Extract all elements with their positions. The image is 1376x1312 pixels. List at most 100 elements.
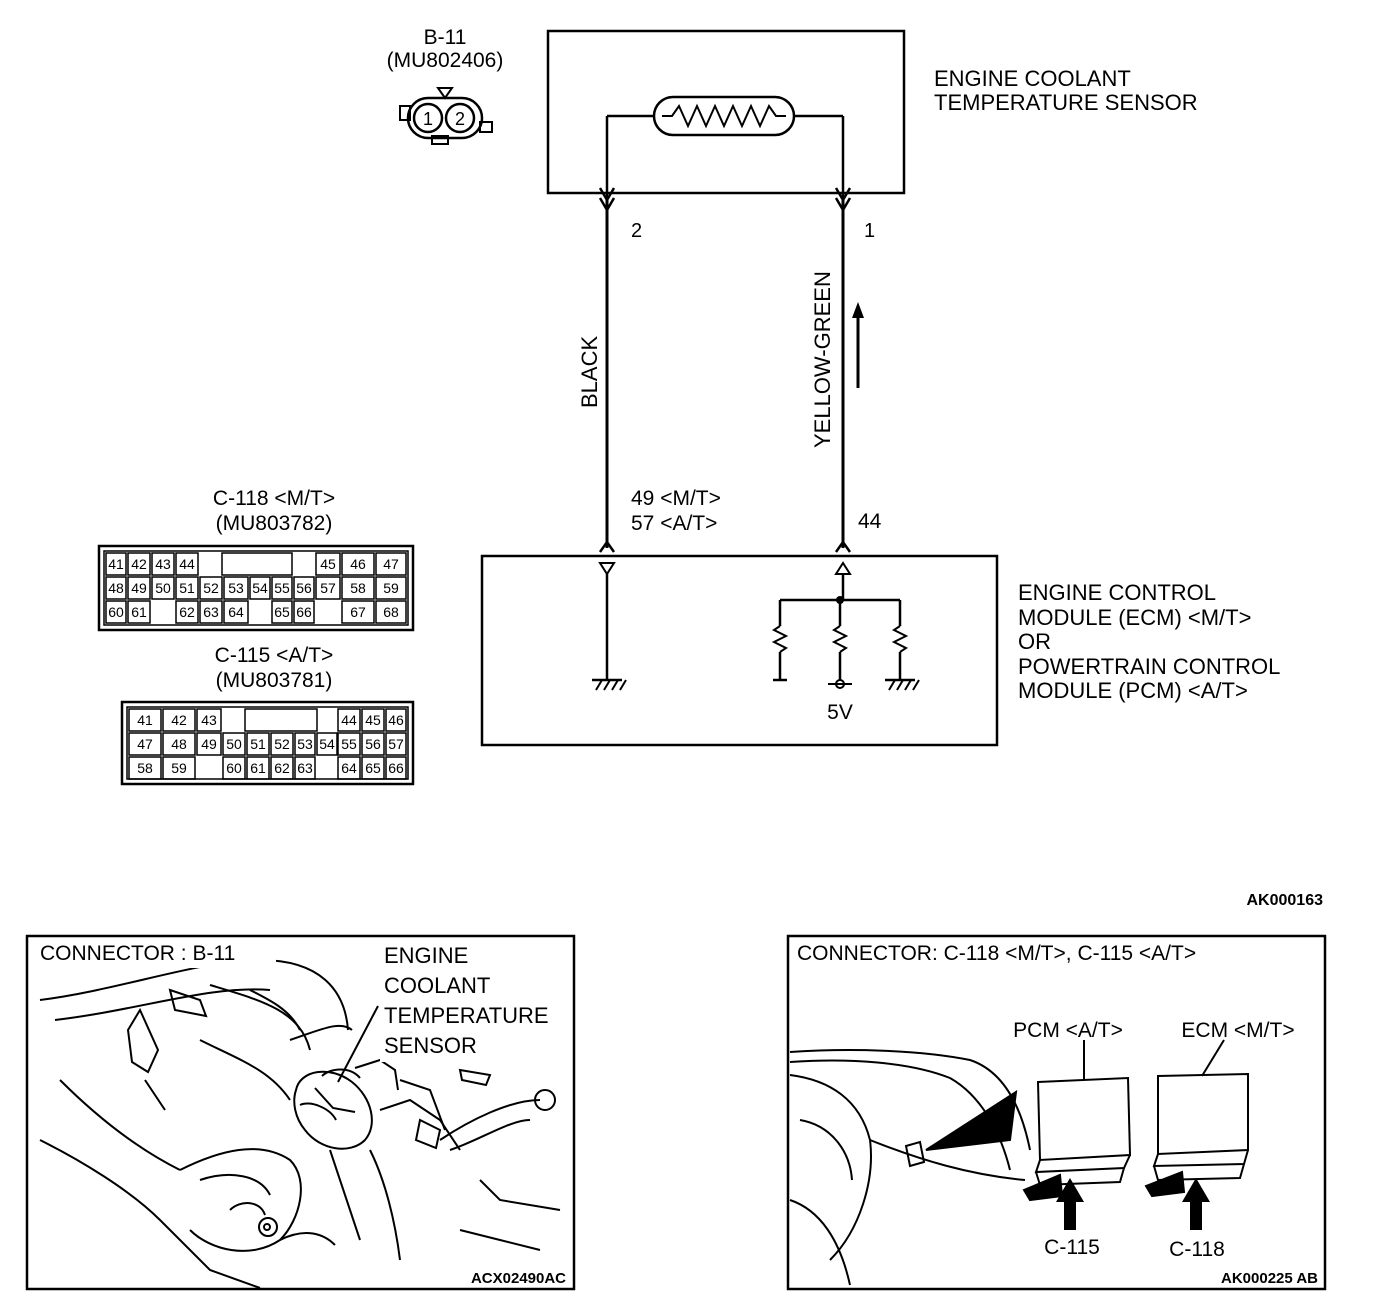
c115-cavity-61 xyxy=(246,756,270,780)
c118-cavity-55 xyxy=(271,576,293,600)
photo-left-label4: SENSOR xyxy=(384,1033,477,1058)
c118-pin-label: 53 xyxy=(228,580,244,596)
c118-cavity-62 xyxy=(175,600,199,624)
ecm-box: 5V xyxy=(480,539,999,747)
c115-pin-label: 55 xyxy=(341,736,357,752)
ground-icon xyxy=(592,678,627,691)
c115-cavity-59 xyxy=(162,756,196,780)
c115-cavity-43 xyxy=(196,708,222,732)
c115-pin-label: 52 xyxy=(274,736,290,752)
photo-left-label1: ENGINE xyxy=(384,943,468,968)
c115-cavity-64 xyxy=(337,756,361,780)
c115-cavity-53 xyxy=(294,732,316,756)
thermistor-symbol xyxy=(652,95,796,137)
c118-pin-label: 47 xyxy=(383,556,399,572)
c118-cavity-42 xyxy=(127,552,151,576)
c115-cavity-52 xyxy=(270,732,294,756)
diagram-code: AK000163 xyxy=(1247,892,1324,909)
c118-cavity-41 xyxy=(105,552,127,576)
c115-cavity-45 xyxy=(361,708,385,732)
c118-pin-label: 52 xyxy=(203,580,219,596)
c115-cavity-48 xyxy=(162,732,196,756)
c115-cavity-42 xyxy=(162,708,196,732)
photo-right-ecm: ECM <M/T> xyxy=(1181,1019,1294,1042)
c118-cavity-46 xyxy=(341,552,375,576)
c115-pin-label: 65 xyxy=(365,760,381,776)
c118-cavity-54 xyxy=(249,576,271,600)
c115-pin-label: 59 xyxy=(171,760,187,776)
c118-pin-label: 48 xyxy=(108,580,124,596)
c115-key-slot xyxy=(244,708,318,732)
c115-pin-label: 49 xyxy=(201,736,217,752)
c118-cavity-44 xyxy=(175,552,199,576)
photo-panel-b11: CONNECTOR : B-11 ENGINE COOLANT TEMPERAT… xyxy=(25,934,576,1291)
ecm-label-line3: OR xyxy=(1018,629,1051,654)
thermistor-zigzag xyxy=(662,103,786,129)
c115-pin-label: 53 xyxy=(297,736,313,752)
c115-cavity-60 xyxy=(222,756,246,780)
c118-pin-label: 66 xyxy=(296,604,312,620)
c118-key-slot xyxy=(221,552,293,576)
c118-pin-label: 67 xyxy=(350,604,366,620)
c115-pin-label: 51 xyxy=(250,736,266,752)
c115-cavity-57 xyxy=(385,732,407,756)
pin-1-label: 1 xyxy=(423,109,433,129)
c115-cavity-55 xyxy=(337,732,361,756)
c118-pin-label: 45 xyxy=(320,556,336,572)
sensor-label-line2: TEMPERATURE SENSOR xyxy=(934,90,1198,115)
resistor-icon xyxy=(771,625,789,653)
photo-left-label3: TEMPERATURE xyxy=(384,1003,549,1028)
c118-pin-label: 43 xyxy=(155,556,171,572)
c115-cavity-58 xyxy=(128,756,162,780)
ecm-label-line2: MODULE (ECM) <M/T> xyxy=(1018,605,1251,630)
pullup-resistor-icon xyxy=(831,625,849,653)
c115-pin-label: 41 xyxy=(137,712,153,728)
c115-cavity-62 xyxy=(270,756,294,780)
c115-pin-label: 61 xyxy=(250,760,266,776)
c118-pin-label: 50 xyxy=(155,580,171,596)
ecm-label-line4: POWERTRAIN CONTROL xyxy=(1018,654,1280,679)
c118-cavity-56 xyxy=(293,576,315,600)
c115-cavity-49 xyxy=(196,732,222,756)
c118-cavity-47 xyxy=(375,552,407,576)
c118-cavity-60 xyxy=(105,600,127,624)
c118-pin-label: 55 xyxy=(274,580,290,596)
c115-pin-label: 47 xyxy=(137,736,153,752)
c115-pin-label: 45 xyxy=(365,712,381,728)
pin-2-label: 2 xyxy=(455,109,465,129)
c115-cavity-51 xyxy=(246,732,270,756)
photo-panel-c118-c115: CONNECTOR: C-118 <M/T>, C-115 <A/T> xyxy=(786,934,1327,1291)
c115-pin-label: 62 xyxy=(274,760,290,776)
c118-cavity-64 xyxy=(223,600,249,624)
c115-arrow-icon xyxy=(1056,1178,1084,1230)
c115-cavity-47 xyxy=(128,732,162,756)
c115-part: (MU803781) xyxy=(216,669,333,692)
c118-cavity-57 xyxy=(315,576,341,600)
supply-voltage: 5V xyxy=(827,701,853,724)
ground-icon xyxy=(885,678,920,691)
c118-cavity-45 xyxy=(315,552,341,576)
sensor-connector-b11: B-11 (MU802406) 1 2 xyxy=(387,26,503,145)
c118-pin-label: 65 xyxy=(274,604,290,620)
c115-cavity-63 xyxy=(294,756,316,780)
c118-title: C-118 <M/T> xyxy=(213,487,335,510)
c118-cavity-68 xyxy=(375,600,407,624)
c115-pin-label: 54 xyxy=(319,736,335,752)
c118-pin-label: 49 xyxy=(131,580,147,596)
two-pin-connector-icon xyxy=(399,87,493,145)
c118-cavity-67 xyxy=(341,600,375,624)
c118-arrow-icon xyxy=(1182,1178,1210,1230)
c115-pin-label: 48 xyxy=(171,736,187,752)
c118-cavity-51 xyxy=(175,576,199,600)
c115-cavity-46 xyxy=(385,708,407,732)
c118-pin-label: 57 xyxy=(320,580,336,596)
c118-cavity-63 xyxy=(199,600,223,624)
c115-pin-label: 60 xyxy=(226,760,242,776)
wire-right-color: YELLOW-GREEN xyxy=(810,271,835,448)
c115-cavity-50 xyxy=(222,732,246,756)
c118-pin-label: 51 xyxy=(179,580,195,596)
c115-cavity-65 xyxy=(361,756,385,780)
c115-pin-label: 43 xyxy=(201,712,217,728)
sensor-label-line1: ENGINE COOLANT xyxy=(934,66,1131,91)
